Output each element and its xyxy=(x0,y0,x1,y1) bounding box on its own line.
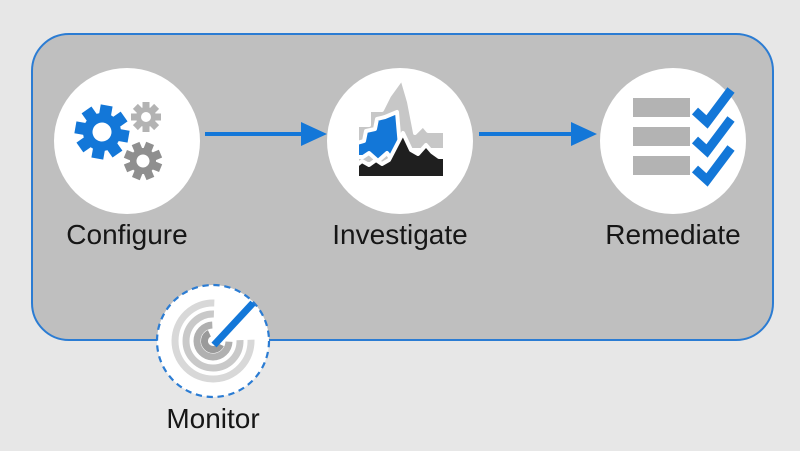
investigate-circle xyxy=(327,68,473,214)
radar-needle xyxy=(211,300,256,348)
checkmarks xyxy=(691,87,735,187)
gears-icon xyxy=(74,102,163,181)
checklist-bars xyxy=(633,98,690,175)
configure-circle xyxy=(54,68,200,214)
remediate-circle xyxy=(600,68,746,214)
area-chart-icon xyxy=(355,76,447,180)
configure-label: Configure xyxy=(66,219,188,250)
checklist-icon xyxy=(633,87,735,187)
monitor-label: Monitor xyxy=(166,403,260,434)
investigate-label: Investigate xyxy=(332,219,468,250)
radar-gauge-icon xyxy=(155,283,271,399)
monitor-circle xyxy=(152,280,274,402)
remediate-label: Remediate xyxy=(605,219,741,250)
